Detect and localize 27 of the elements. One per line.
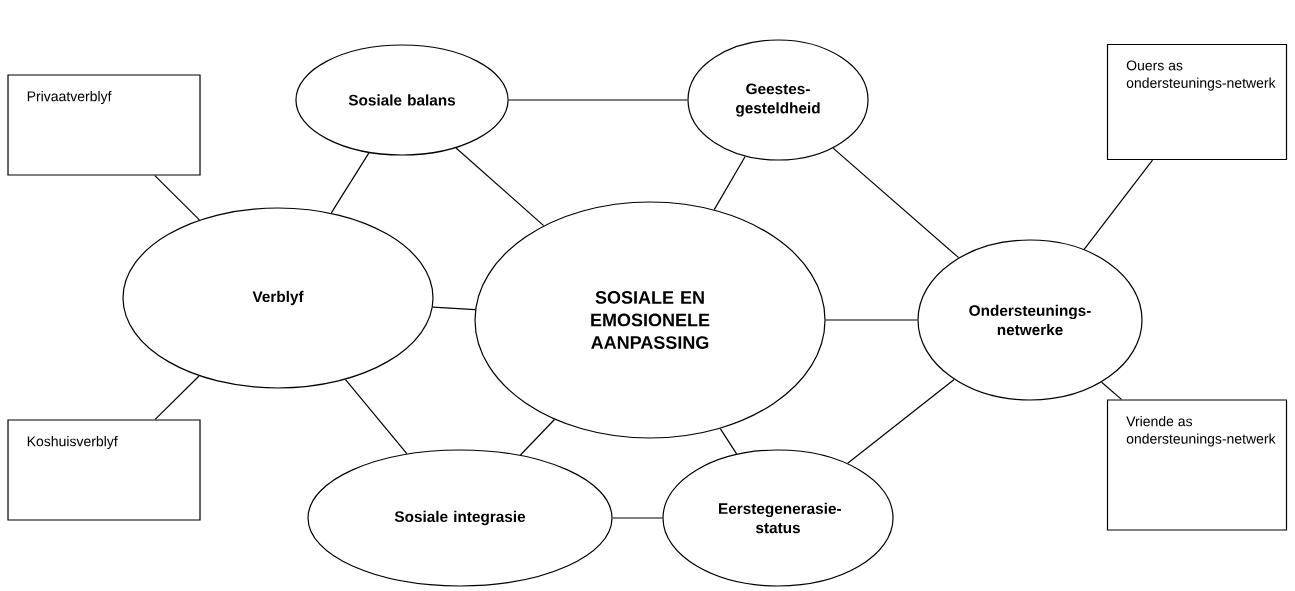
connector-line	[1083, 159, 1154, 250]
ellipse-node: SOSIALE EN EMOSIONELE AANPASSING	[474, 201, 826, 439]
ellipse-node: Geestes-gesteldheid	[687, 39, 869, 161]
text-box: Vriende as ondersteunings-netwerk	[1106, 399, 1288, 531]
connector-line	[713, 155, 746, 211]
connector-line	[455, 147, 545, 227]
connector-line	[154, 375, 200, 420]
text-box: Koshuisverblyf	[7, 419, 201, 521]
connector-line	[508, 99, 688, 101]
connector-line	[432, 306, 476, 311]
ellipse-node: Eerstegenerasie-status	[662, 449, 894, 587]
connector-line	[832, 147, 960, 259]
connector-line	[519, 418, 556, 456]
ellipse-node: Sosiale integrasie	[307, 449, 613, 587]
text-box: Ouers as ondersteunings-netwerk	[1106, 43, 1288, 161]
ellipse-node: Verblyf	[122, 207, 434, 389]
connector-line	[825, 319, 918, 321]
connector-line	[330, 152, 370, 214]
connector-line	[344, 379, 408, 455]
connector-line	[154, 175, 200, 221]
text-box: Privaatverblyf	[7, 74, 201, 176]
connector-line	[612, 517, 663, 519]
connector-line	[847, 378, 955, 464]
ellipse-node: Ondersteunings-netwerke	[917, 239, 1143, 401]
connector-line	[1101, 381, 1123, 400]
connector-line	[719, 428, 738, 455]
ellipse-node: Sosiale balans	[295, 44, 509, 156]
